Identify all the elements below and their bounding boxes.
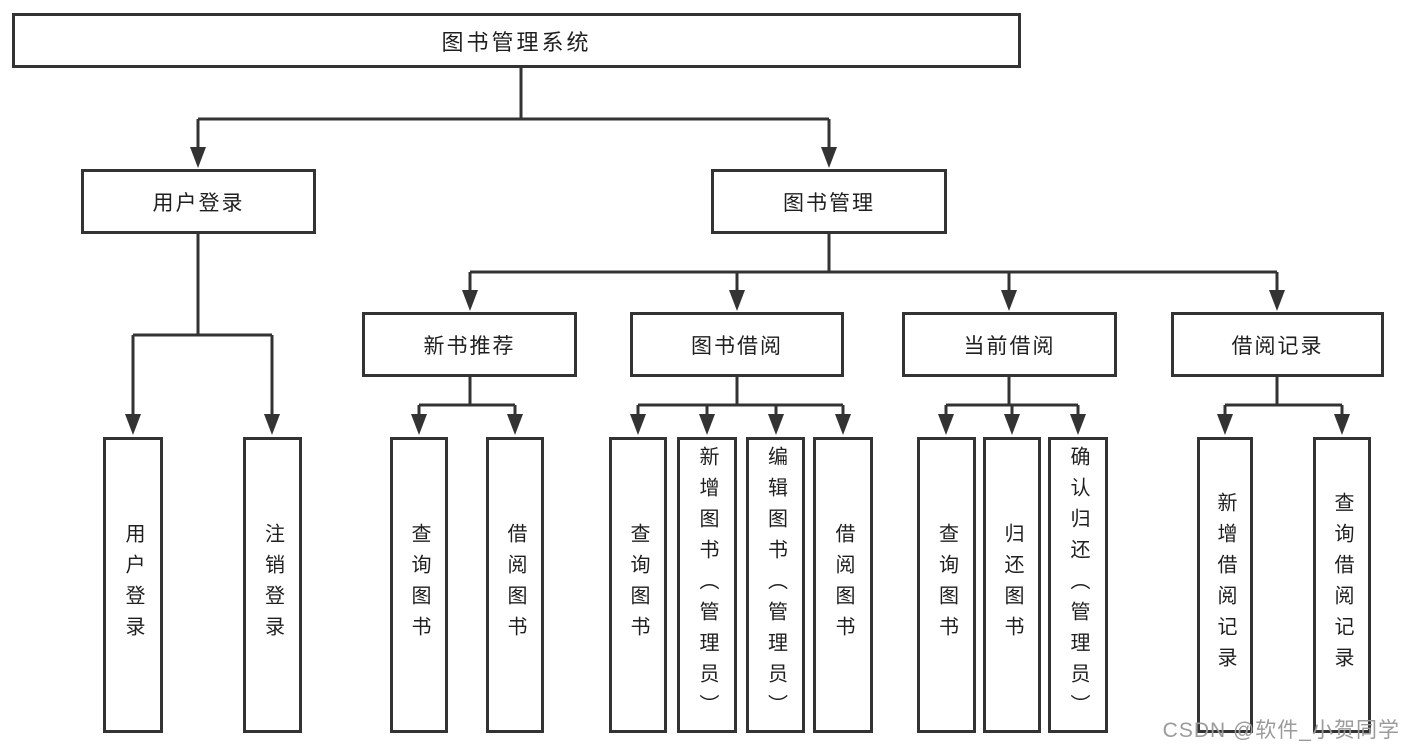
csdn-watermark: CSDN @软件_小贺同学: [1162, 719, 1400, 742]
leaf-label: 新增图书（管理员）: [696, 445, 718, 725]
leaf-label: 查询图书: [935, 523, 958, 647]
leaf-query-books-current: 查询图书: [917, 437, 976, 733]
tree-edges: [131, 68, 1344, 418]
leaf-label: 归还图书: [1001, 523, 1023, 647]
leaf-add-borrow-record: 新增借阅记录: [1197, 437, 1253, 733]
leaf-label: 借阅图书: [832, 523, 854, 647]
leaf-add-books-admin: 新增图书（管理员）: [677, 437, 737, 733]
leaf-query-books-recommend: 查询图书: [390, 437, 448, 733]
leaf-query-books-borrow: 查询图书: [609, 437, 667, 733]
leaf-query-borrow-record: 查询借阅记录: [1313, 437, 1371, 733]
leaf-return-books: 归还图书: [983, 437, 1041, 733]
leaf-logout-login: 注销登录: [243, 437, 302, 733]
leaf-label: 新增借阅记录: [1214, 492, 1236, 678]
node-library-management-system: 图书管理系统: [12, 13, 1021, 68]
node-book-borrowing: 图书借阅: [630, 312, 844, 377]
leaf-user-login: 用户登录: [103, 437, 163, 733]
leaf-label: 查询图书: [627, 523, 649, 647]
leaf-label: 借阅图书: [504, 523, 526, 647]
leaf-label: 用户登录: [122, 523, 144, 647]
node-current-borrowing: 当前借阅: [902, 312, 1117, 377]
leaf-label: 注销登录: [261, 523, 284, 647]
leaf-label: 确认归还（管理员）: [1067, 445, 1089, 725]
node-user-login: 用户登录: [81, 169, 316, 234]
node-borrowing-records: 借阅记录: [1171, 312, 1384, 377]
leaf-borrow-books: 借阅图书: [813, 437, 873, 733]
leaf-borrow-books-recommend: 借阅图书: [486, 437, 544, 733]
leaf-label: 查询图书: [408, 523, 430, 647]
node-book-management: 图书管理: [711, 169, 947, 234]
leaf-confirm-return-admin: 确认归还（管理员）: [1048, 437, 1108, 733]
leaf-label: 编辑图书（管理员）: [764, 445, 787, 725]
node-new-book-recommendation: 新书推荐: [362, 312, 577, 377]
leaf-label: 查询借阅记录: [1331, 492, 1353, 678]
arrowhead-icons: [125, 147, 1350, 435]
leaf-edit-books-admin: 编辑图书（管理员）: [746, 437, 805, 733]
